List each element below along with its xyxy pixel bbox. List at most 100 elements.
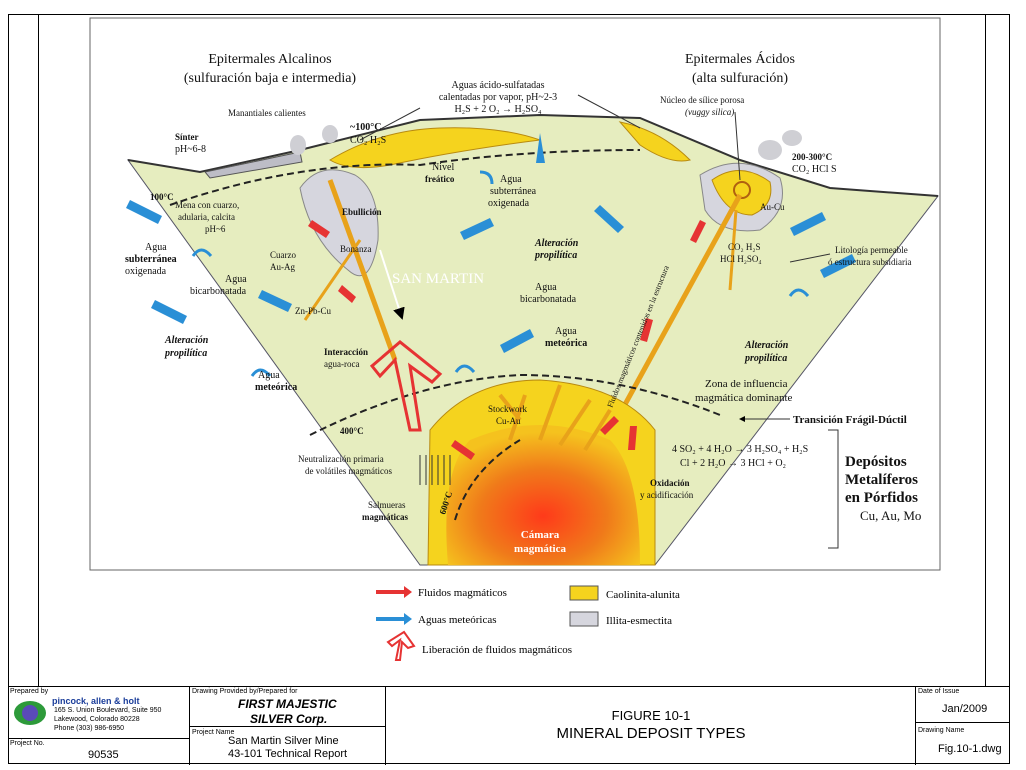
legend-red-arrow-icon — [376, 586, 412, 598]
label-au-cu: Au-Cu — [760, 202, 785, 212]
project-name-label: Project Name — [192, 729, 235, 736]
project-no-cell: Project No. 90535 — [8, 739, 190, 765]
label-title-left-sub: (sulfuración baja e intermedia) — [184, 71, 357, 86]
label-agua-met-c2: meteórica — [545, 338, 587, 349]
label-co2-h2s-right: CO₂ H₂S — [728, 242, 761, 252]
label-sinter: Sínter — [175, 132, 199, 142]
company-phone: Phone (303) 986-6950 — [54, 725, 125, 732]
sinter-deposit — [204, 151, 303, 179]
drawing-name-label: Drawing Name — [918, 727, 965, 734]
label-agua-bic-c2: bicarbonatada — [520, 294, 577, 305]
meteoric-arrows — [126, 133, 856, 353]
label-temp-100: ~100°C — [350, 122, 381, 133]
magma-chamber — [446, 425, 640, 565]
label-depositos-4: Cu, Au, Mo — [860, 508, 921, 523]
figure-number: FIGURE 10-1 — [611, 708, 691, 723]
title-block: Prepared by pincock, allen & holt 165 S.… — [8, 686, 1010, 765]
deposit-diagram: Epitermales Alcalinos (sulfuración baja … — [89, 17, 941, 661]
label-agua-bic-l2: bicarbonatada — [190, 286, 247, 297]
drawing-sheet — [8, 14, 1010, 764]
figure-cell: FIGURE 10-1 MINERAL DEPOSIT TYPES — [386, 687, 916, 765]
illite-zone-left — [299, 169, 379, 277]
prepared-by-label: Prepared by — [10, 688, 49, 695]
label-alt-prop-r2: propilítica — [744, 353, 787, 364]
legend-fluidos-label: Fluidos magmáticos — [418, 587, 507, 599]
label-zona-2: magmática dominante — [695, 392, 793, 404]
label-agua-met-l2: meteórica — [255, 382, 297, 393]
figure-title: MINERAL DEPOSIT TYPES — [556, 725, 746, 742]
label-hcl-h2so4: HCl H₂SO₄ — [720, 254, 762, 264]
label-stockwork-2: Cu-Au — [496, 416, 521, 426]
sheet-right-margin — [985, 14, 986, 686]
project-no-value: 90535 — [88, 749, 119, 761]
label-sinter-ph: pH~6-8 — [175, 144, 206, 155]
brine-hatch — [419, 455, 451, 485]
label-zona-1: Zona de influencia — [705, 378, 788, 390]
label-agua-met-l1: Agua — [258, 370, 280, 381]
label-co2-h2s: CO₂ H₂S — [350, 135, 386, 146]
isotherm-100 — [169, 149, 641, 206]
label-litologia-1: Litología permeable — [835, 245, 908, 255]
label-agua-bic-c1: Agua — [535, 282, 557, 293]
company-name: pincock, allen & holt — [52, 696, 140, 706]
legend-illita-label: Illita-esmectita — [606, 615, 672, 627]
label-alt-prop-c1: Alteración — [534, 238, 579, 249]
label-aguas-acido: Aguas ácido-sulfatadas — [451, 80, 544, 91]
legend-liberacion-label: Liberación de fluidos magmáticos — [422, 644, 572, 656]
label-agua-bic-l1: Agua — [225, 274, 247, 285]
date-label: Date of Issue — [918, 688, 960, 695]
steam-puffs — [290, 125, 802, 160]
label-alt-prop-l1: Alteración — [164, 335, 209, 346]
client-cell: Drawing Provided by/Prepared for FIRST M… — [190, 687, 386, 727]
label-nivel: Nivel — [432, 162, 454, 173]
project-no-label: Project No. — [10, 740, 45, 747]
company-address-1: 165 S. Union Boulevard, Suite 950 — [54, 707, 162, 714]
company-address-2: Lakewood, Colorado 80228 — [54, 716, 140, 723]
drawing-name-cell: Drawing Name Fig.10-1.dwg — [916, 723, 1010, 765]
label-san-martin: SAN MARTIN — [392, 271, 484, 287]
label-agua-sub-l1: Agua — [145, 242, 167, 253]
prepared-by-cell: Prepared by pincock, allen & holt 165 S.… — [8, 687, 190, 739]
san-martin-pointer — [379, 249, 405, 320]
label-ebullicion: Ebullición — [342, 207, 382, 217]
project-name-cell: Project Name San Martin Silver Mine 43-1… — [190, 727, 386, 765]
label-temp-100-side: 100°C — [150, 192, 174, 202]
drawing-provided-label: Drawing Provided by/Prepared for — [192, 688, 298, 695]
label-agua-sub-c3: oxigenada — [488, 198, 530, 209]
drawing-name-value: Fig.10-1.dwg — [938, 743, 1002, 755]
client-name-2: SILVER Corp. — [250, 712, 328, 726]
label-salmueras-2: magmáticas — [362, 512, 408, 522]
meteoric-curl-arrows — [191, 170, 810, 378]
label-temp-400: 400°C — [340, 426, 364, 436]
label-title-right-sub: (alta sulfuración) — [692, 71, 788, 86]
label-neutralizacion-1: Neutralización primaria — [298, 454, 384, 464]
label-stockwork-1: Stockwork — [488, 404, 527, 414]
label-depositos-3: en Pórfidos — [845, 490, 918, 506]
label-depositos-1: Depósitos — [845, 454, 907, 470]
label-nucleo: Núcleo de sílice porosa — [660, 95, 744, 105]
magmatic-release-arrow — [369, 340, 443, 432]
porphyry-bracket — [828, 429, 839, 549]
client-name-1: FIRST MAJESTIC — [238, 697, 337, 711]
label-reaction-3: Cl + 2 H₂O → 3 HCl + O₂ — [680, 458, 786, 469]
label-transicion: Transición Frágil-Dúctil — [793, 414, 907, 426]
kaolinite-lens-right — [618, 121, 691, 162]
label-litologia-2: ó estructura subsidiaria — [828, 257, 911, 267]
label-agua-sub-c1: Agua — [500, 174, 522, 185]
label-mena-1: Mena con cuarzo, — [175, 200, 239, 210]
label-bonanza: Bonanza — [340, 244, 372, 254]
label-au-ag: Au-Ag — [270, 262, 295, 272]
legend-blue-arrow-icon — [376, 613, 412, 625]
label-neutralizacion-2: de volátiles magmáticos — [305, 466, 392, 476]
label-agua-sub-l3: oxigenada — [125, 266, 167, 277]
silica-core — [733, 181, 751, 199]
magmatic-arrows — [308, 220, 706, 460]
legend-grey-swatch — [569, 611, 599, 627]
company-logo-icon — [14, 701, 46, 725]
label-oxidacion-2: y acidificación — [640, 490, 694, 500]
date-cell: Date of Issue Jan/2009 — [916, 687, 1010, 723]
label-interaccion-2: agua-roca — [324, 359, 359, 369]
legend: Fluidos magmáticos Aguas meteóricas Libe… — [376, 585, 680, 661]
vein-left — [327, 179, 398, 361]
label-co2-hcl: CO₂ HCl S — [792, 164, 837, 175]
